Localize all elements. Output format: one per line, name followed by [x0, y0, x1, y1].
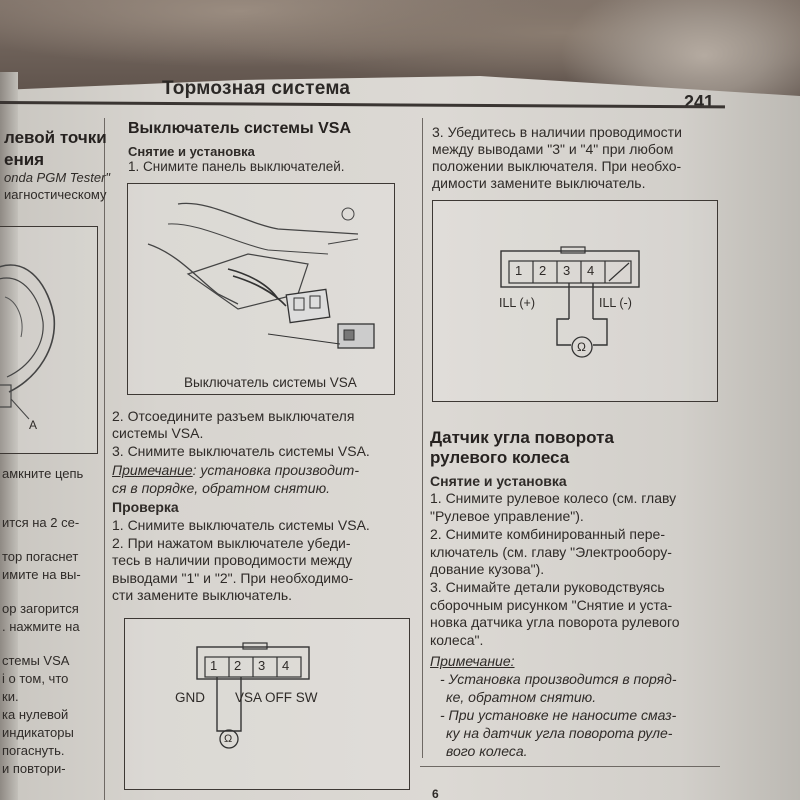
right-step-line: новка датчика угла поворота рулевого [430, 614, 680, 630]
page-gutter [0, 72, 18, 800]
left-line: стемы VSA [2, 653, 70, 668]
check-line-1: 1. Снимите выключатель системы VSA. [112, 517, 370, 533]
check-line-4: выводами "1" и "2". При необходимо- [112, 570, 354, 586]
bottom-divider [420, 766, 720, 767]
label-gnd: GND [175, 690, 205, 705]
note-line: ку на датчик угла поворота руле- [446, 725, 673, 741]
page-number: 241 [684, 92, 715, 112]
connector-diagram-ill [500, 246, 640, 358]
section-title-vsa-switch: Выключатель системы VSA [128, 120, 352, 137]
figure-switch-panel: Выключатель системы VSA [127, 183, 395, 395]
pin-4: 4 [587, 263, 595, 278]
page-header-title: Тормозная система [162, 78, 351, 99]
check-line-5: сти замените выключатель. [112, 587, 293, 603]
figure-caption-vsa-switch: Выключатель системы VSA [184, 375, 357, 390]
step-2-line-2: системы VSA. [112, 425, 204, 441]
figure-connector-vsa: 1 2 3 4 GND VSA OFF SW Ω [124, 618, 410, 790]
right-step-line: 2. Снимите комбинированный пере- [430, 526, 666, 542]
note-line-1: Примечание: установка производит- [112, 462, 359, 479]
left-line: и повтори- [2, 761, 66, 776]
pin-3: 3 [563, 263, 571, 278]
subtitle-removal: Снятие и установка [128, 144, 255, 159]
left-line: ор загорится [2, 601, 79, 616]
right-step-line: 3. Снимайте детали руководствуясь [430, 579, 665, 595]
left-line: onda PGM Tester" [4, 170, 111, 185]
step-3: 3. Снимите выключатель системы VSA. [112, 443, 370, 459]
label-vsa-off-sw: VSA OFF SW [235, 690, 318, 705]
figure-label-a: A [29, 418, 38, 432]
column-divider-left [104, 118, 105, 800]
step-2-line-1: 2. Отсоедините разъем выключателя [112, 408, 355, 424]
section-title-line-1: Датчик угла поворота [430, 428, 614, 447]
right-step-line: ключатель (см. главу "Электрообору- [430, 544, 672, 560]
left-line: погаснуть. [2, 743, 65, 758]
note-line: - Установка производится в поряд- [440, 671, 677, 687]
note-line: - При установке не наносите смаз- [440, 707, 677, 723]
note-label-right: Примечание: [430, 653, 515, 669]
step-1: 1. Снимите панель выключателей. [128, 159, 345, 174]
note-line-2: ся в порядке, обратном снятию. [112, 480, 330, 496]
step-3-line-3: положении выключателя. При необхо- [432, 158, 682, 174]
column-divider-right [422, 118, 423, 758]
check-line-2: 2. При нажатом выключателе убеди- [112, 535, 351, 551]
left-heading-line-2: ения [4, 150, 45, 169]
right-step-line: 1. Снимите рулевое колесо (см. главу [430, 490, 677, 506]
dashboard-switch-illustration [147, 202, 375, 349]
pin-3: 3 [258, 658, 266, 673]
left-heading-line-1: левой точки [4, 128, 107, 147]
figure-connector-ill: 1 2 3 4 ILL (+) ILL (-) Ω [432, 200, 718, 402]
lamp-icon: Ω [224, 733, 233, 745]
note-text-1: : установка производит- [192, 462, 359, 478]
note-label: Примечание [112, 462, 193, 478]
note-line: ке, обратном снятию. [446, 689, 597, 705]
left-line: иагностическому [4, 187, 107, 202]
pin-1: 1 [210, 658, 218, 673]
pin-4: 4 [282, 658, 290, 673]
right-step-line: колеса". [430, 632, 484, 648]
label-ill-minus: ILL (-) [599, 296, 632, 310]
note-line: вого колеса. [446, 743, 528, 759]
left-line: і о том, что [2, 671, 69, 686]
step-3-line-1: 3. Убедитесь в наличии проводимости [432, 124, 682, 140]
left-line: индикаторы [2, 725, 74, 740]
subtitle-check: Проверка [112, 499, 179, 515]
right-step-line: сборочным рисунком "Снятие и уста- [430, 597, 673, 613]
connector-diagram-vsa [196, 642, 310, 749]
left-line: ка нулевой [2, 707, 69, 722]
right-step-line: "Рулевое управление"). [430, 508, 584, 524]
step-3-line-2: между выводами "3" и "4" при любом [432, 141, 674, 157]
pin-2: 2 [234, 658, 242, 673]
footer-page-marker: 6 [432, 787, 439, 800]
lamp-icon: Ω [577, 340, 586, 354]
pin-2: 2 [539, 263, 547, 278]
left-line: имите на вы- [2, 567, 81, 582]
left-figure-box: A [0, 226, 98, 454]
label-ill-plus: ILL (+) [499, 296, 536, 310]
check-line-3: тесь в наличии проводимости между [112, 552, 353, 568]
left-line: . нажмите на [2, 619, 80, 634]
left-line: ится на 2 се- [2, 515, 80, 530]
step-3-line-4: димости замените выключатель. [432, 175, 646, 191]
left-line: тор погаснет [2, 549, 79, 564]
left-line: амкните цепь [2, 466, 84, 481]
pin-1: 1 [515, 263, 523, 278]
right-step-line: дование кузова"). [430, 561, 545, 577]
steering-wheel-illustration [0, 264, 56, 420]
left-line: ки. [2, 689, 19, 704]
section-title-line-2: рулевого колеса [430, 448, 570, 467]
subtitle-removal-right: Снятие и установка [430, 473, 567, 489]
book-page [0, 76, 800, 800]
